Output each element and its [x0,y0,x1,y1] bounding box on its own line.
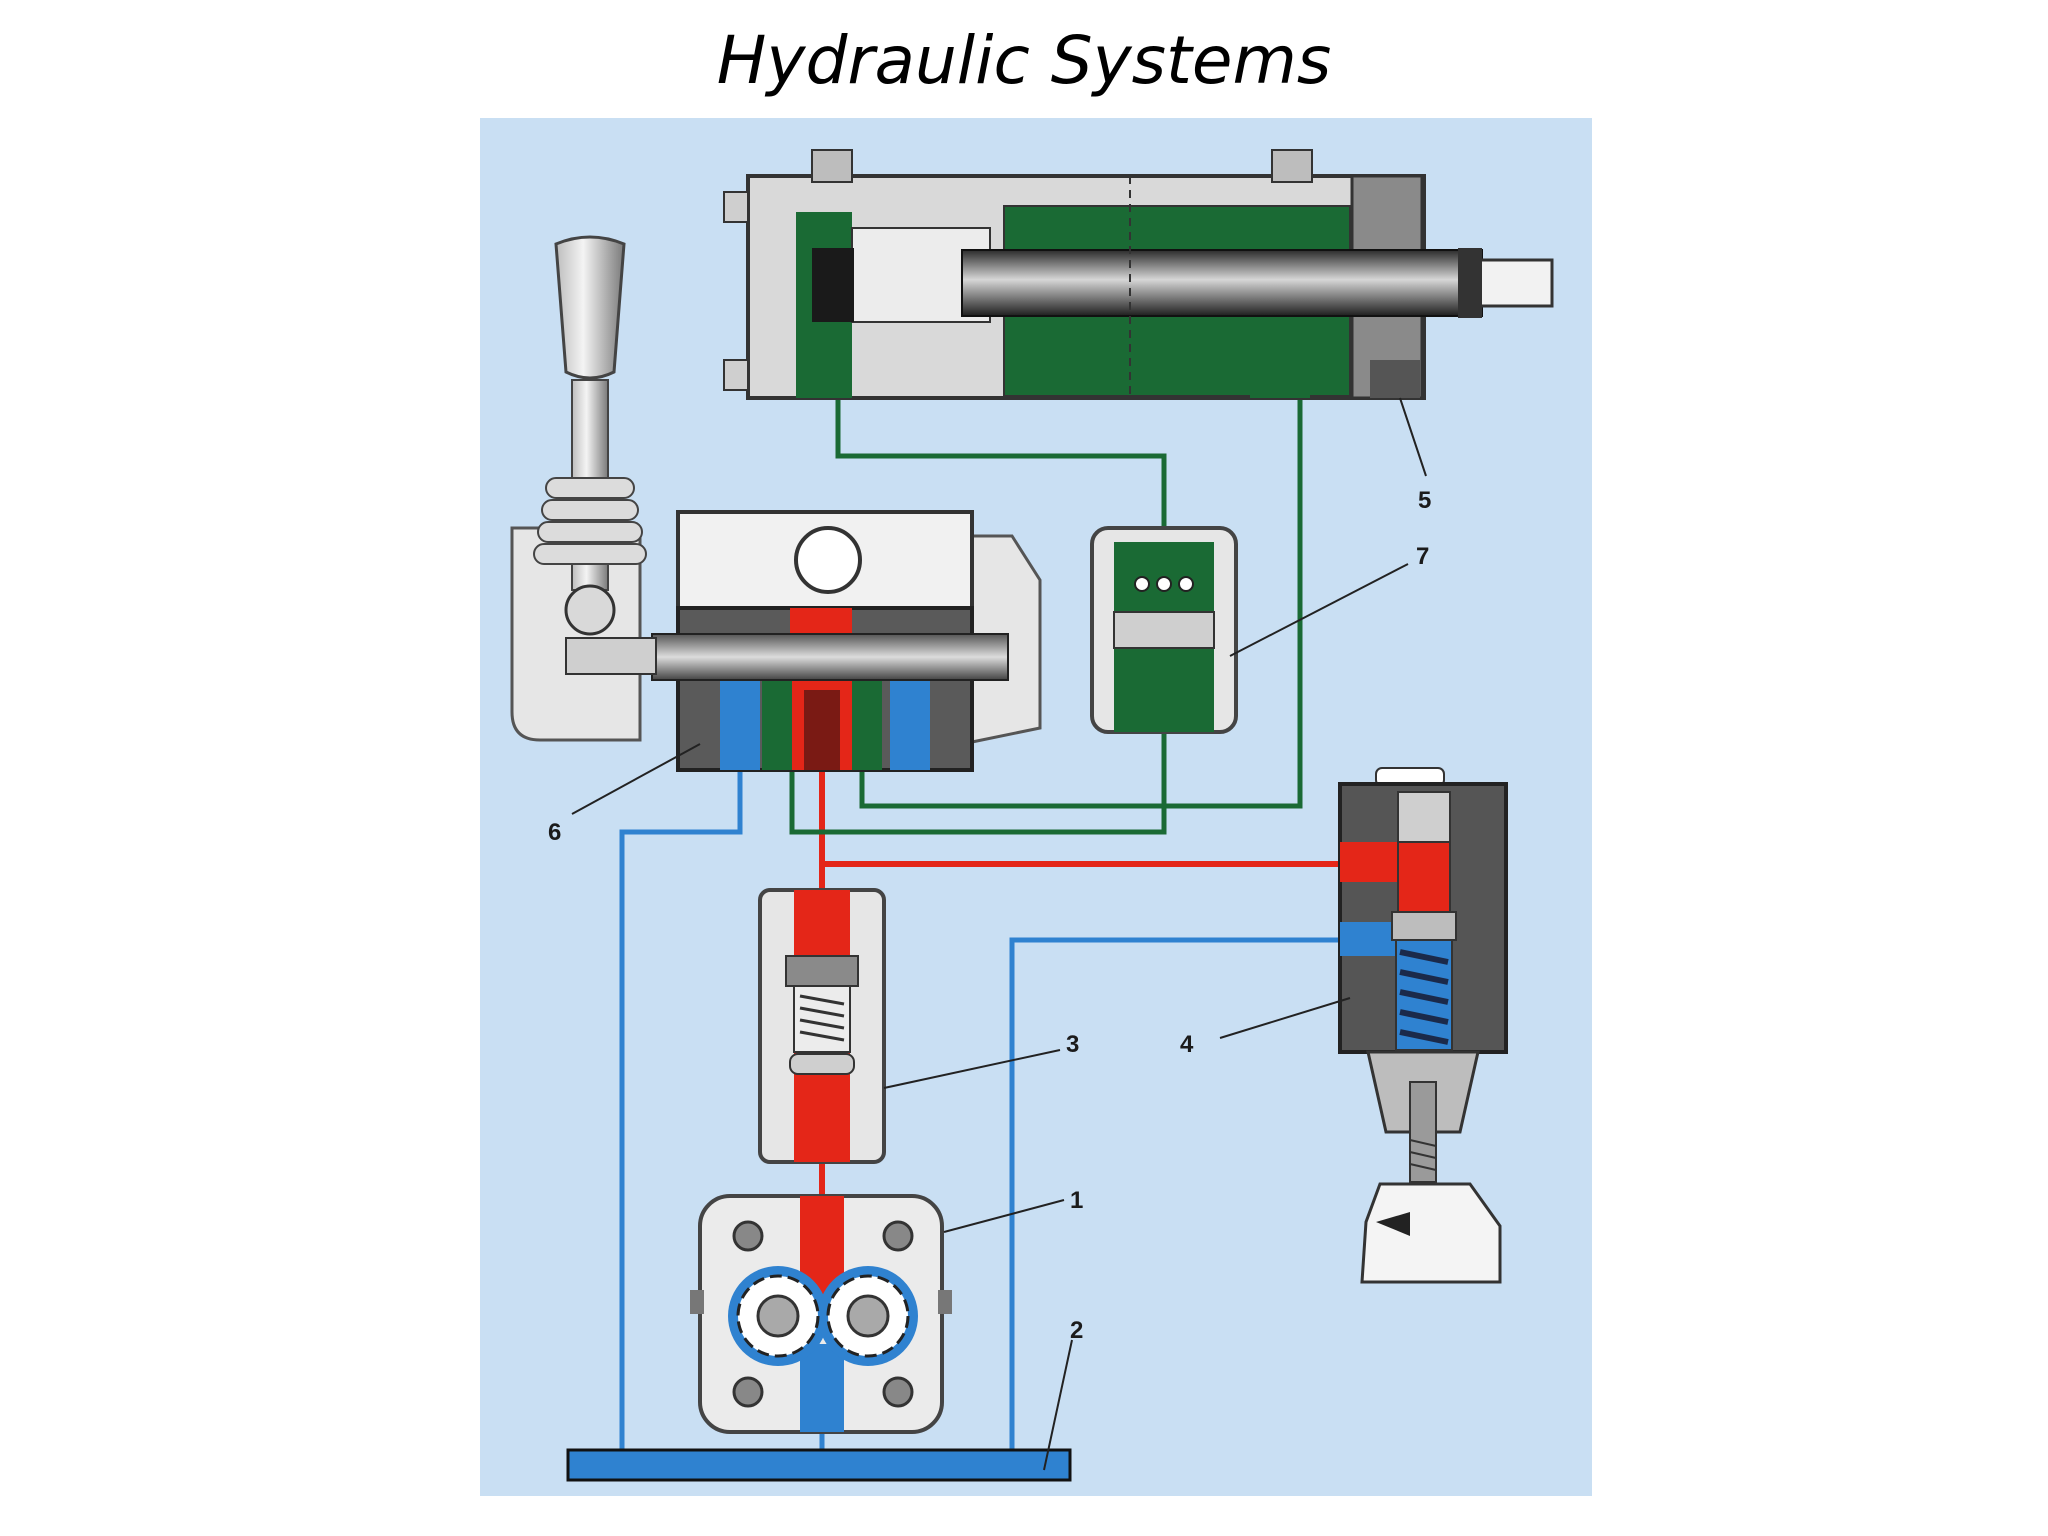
actuator-lines [789,392,1303,835]
pilot-check-lock-valve [1090,526,1238,734]
slide-title: Hydraulic Systems [716,22,1332,99]
label-check-valve: 3 [1066,1031,1079,1058]
reservoir-tank [566,1448,1072,1482]
label-relief-valve: 4 [1180,1031,1194,1058]
label-control-valve: 6 [548,819,561,846]
directional-control-valve [510,510,1042,772]
control-lever [533,235,647,636]
pressure-relief-valve [1338,767,1508,1284]
label-pump: 1 [1070,1187,1083,1214]
pressure-lines [819,770,1340,1200]
gear-pump [690,1194,952,1434]
label-cylinder: 5 [1418,487,1431,514]
check-valve [758,888,886,1164]
hydraulic-cylinder [723,149,1554,400]
label-reservoir: 2 [1070,1317,1083,1344]
label-lock-valve: 7 [1416,543,1429,570]
callout-leaders [571,397,1427,1471]
